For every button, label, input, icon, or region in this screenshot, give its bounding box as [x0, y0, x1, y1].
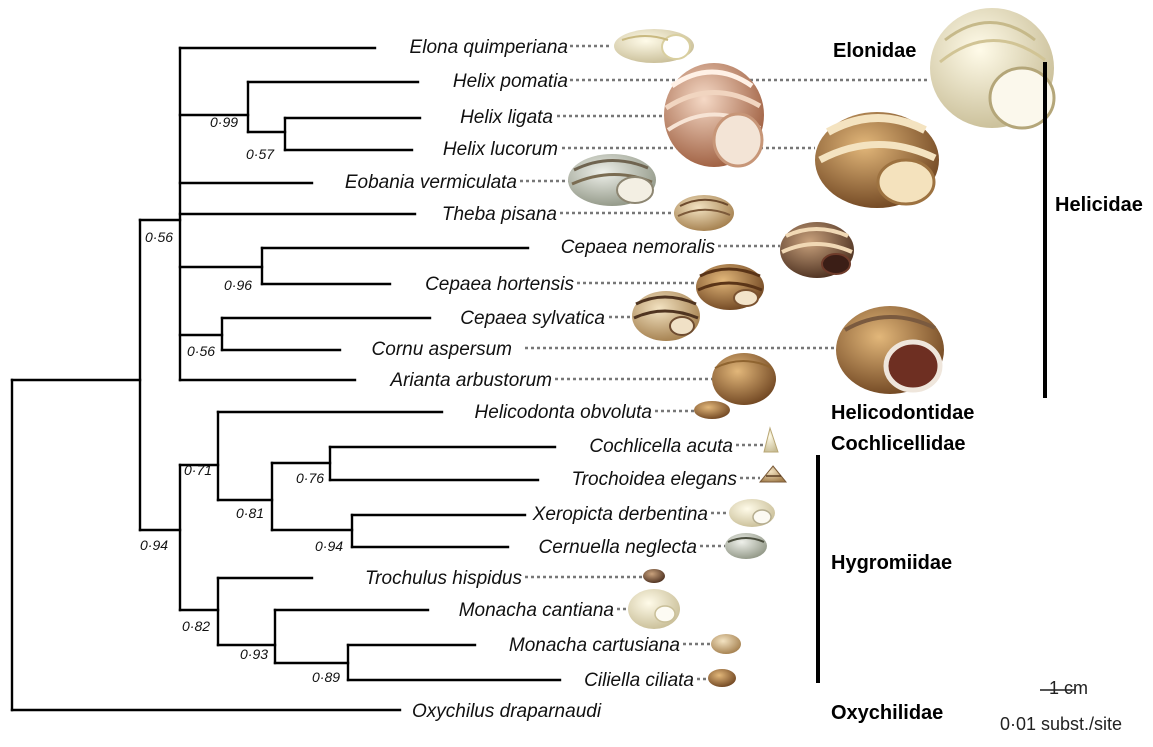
shell-elona-quimperiana — [614, 29, 694, 63]
shell-cernuella-neglecta — [725, 533, 767, 559]
support-value: 0·56 — [145, 229, 173, 245]
support-value: 0·71 — [184, 462, 212, 478]
taxon-label: Trochulus hispidus — [365, 568, 523, 589]
shell-xeropicta-derbentina — [729, 499, 775, 527]
taxon-label: Cernuella neglecta — [539, 537, 697, 558]
taxon-label: Monacha cartusiana — [509, 635, 680, 656]
taxon-label: Helix pomatia — [453, 71, 568, 92]
taxon-label: Monacha cantiana — [459, 600, 614, 621]
support-value: 0·89 — [312, 669, 340, 685]
taxon-label: Helicodonta obvoluta — [475, 402, 652, 423]
family-label-oxychilidae: Oxychilidae — [831, 702, 943, 724]
support-value: 0·94 — [315, 538, 343, 554]
shell-helicodonta-obvoluta — [694, 401, 730, 419]
support-value: 0·81 — [236, 505, 264, 521]
shell-trochulus-hispidus — [643, 569, 665, 583]
taxon-label: Helix lucorum — [443, 139, 558, 160]
support-value: 0·94 — [140, 537, 168, 553]
shell-arianta-arbustorum — [712, 353, 776, 405]
taxon-label: Eobania vermiculata — [345, 172, 517, 193]
taxon-label: Cornu aspersum — [372, 339, 512, 360]
taxon-label: Helix ligata — [460, 107, 553, 128]
support-value: 0·99 — [210, 114, 238, 130]
family-label-cochlicellidae: Cochlicellidae — [831, 433, 966, 455]
family-label-elonidae: Elonidae — [833, 40, 916, 62]
shell-cepaea-sylvatica — [632, 291, 700, 341]
taxon-label: Cepaea hortensis — [425, 274, 574, 295]
taxon-label: Xeropicta derbentina — [532, 504, 708, 525]
shell-helix-pomatia — [930, 8, 1054, 128]
shell-cepaea-hortensis — [696, 264, 764, 310]
taxon-label: Theba pisana — [442, 204, 557, 225]
shell-scale-label: 1 cm — [1049, 678, 1088, 698]
shell-monacha-cartusiana — [711, 634, 741, 654]
taxon-label: Arianta arbustorum — [389, 370, 552, 391]
taxon-label: Cochlicella acuta — [589, 436, 733, 457]
taxon-label: Ciliella ciliata — [584, 670, 694, 691]
shell-cepaea-nemoralis — [780, 222, 854, 278]
shell-helix-ligata — [664, 63, 764, 167]
taxon-label: Cepaea sylvatica — [460, 308, 605, 329]
shell-theba-pisana — [674, 195, 734, 231]
shell-eobania-vermiculata — [568, 154, 656, 206]
scale-labels: 1 cm 0·01 subst./site — [1000, 678, 1122, 734]
support-value: 0·57 — [246, 146, 275, 162]
support-value: 0·82 — [182, 618, 210, 634]
family-label-helicidae: Helicidae — [1055, 194, 1143, 216]
taxon-label: Trochoidea elegans — [572, 469, 738, 490]
shell-helix-lucorum — [815, 112, 939, 208]
support-value: 0·93 — [240, 646, 268, 662]
shell-ciliella-ciliata — [708, 669, 736, 687]
support-value: 0·56 — [187, 343, 215, 359]
support-values: 0·99 0·57 0·56 0·96 0·56 0·94 0·71 0·81 … — [140, 114, 343, 685]
shell-cornu-aspersum — [836, 306, 944, 394]
family-label-hygromiidae: Hygromiidae — [831, 552, 952, 574]
taxon-label: Cepaea nemoralis — [561, 237, 716, 258]
support-value: 0·76 — [296, 470, 324, 486]
shell-monacha-cantiana — [628, 589, 680, 629]
taxon-label: Elona quimperiana — [410, 37, 568, 58]
support-value: 0·96 — [224, 277, 252, 293]
shell-cochlicella-acuta — [764, 428, 778, 452]
branch-scale-label: 0·01 subst./site — [1000, 714, 1122, 734]
taxon-label: Oxychilus draparnaudi — [412, 701, 602, 722]
family-label-helicodontidae: Helicodontidae — [831, 402, 974, 424]
shell-trochoidea-elegans — [760, 466, 786, 482]
